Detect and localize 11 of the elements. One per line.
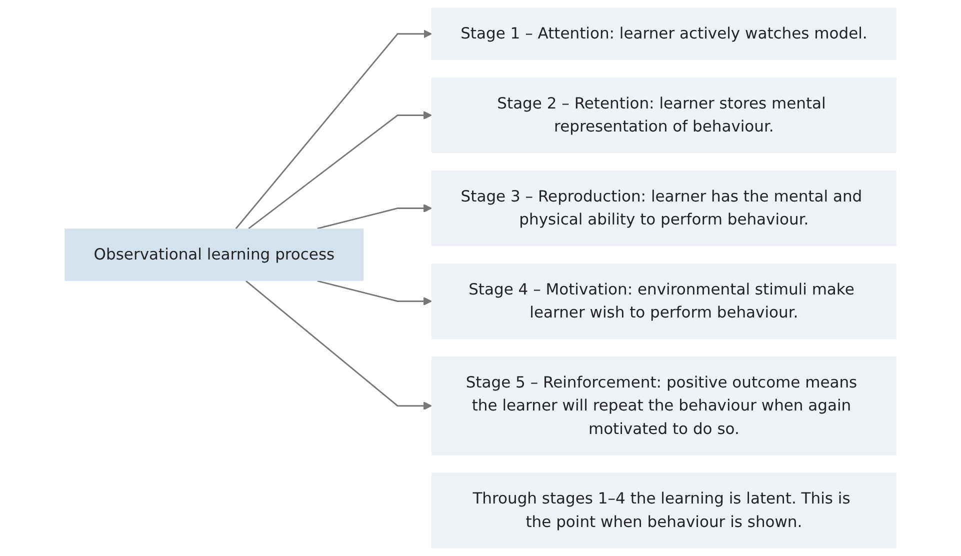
node-box: Stage 3 – Reproduction: learner has the mental and physical ability to perform behaviour.	[431, 170, 896, 246]
arrow	[317, 280, 432, 306]
arrow	[245, 280, 432, 410]
node-box: Stage 2 – Retention: learner stores mental representation of behaviour.	[431, 78, 896, 154]
arrow	[248, 111, 432, 230]
node-box: Observational learning process	[64, 228, 364, 281]
arrow	[317, 204, 432, 230]
node-box: Stage 1 – Attention: learner actively watches model.	[431, 8, 896, 60]
node-box: Stage 5 – Reinforcement: positive outcome means the learner will repeat the behaviour when again motivated to do so.	[431, 356, 896, 456]
node-box: Stage 4 – Motivation: environmental stimuli make learner wish to perform behaviour.	[431, 263, 896, 340]
arrow	[235, 30, 432, 230]
